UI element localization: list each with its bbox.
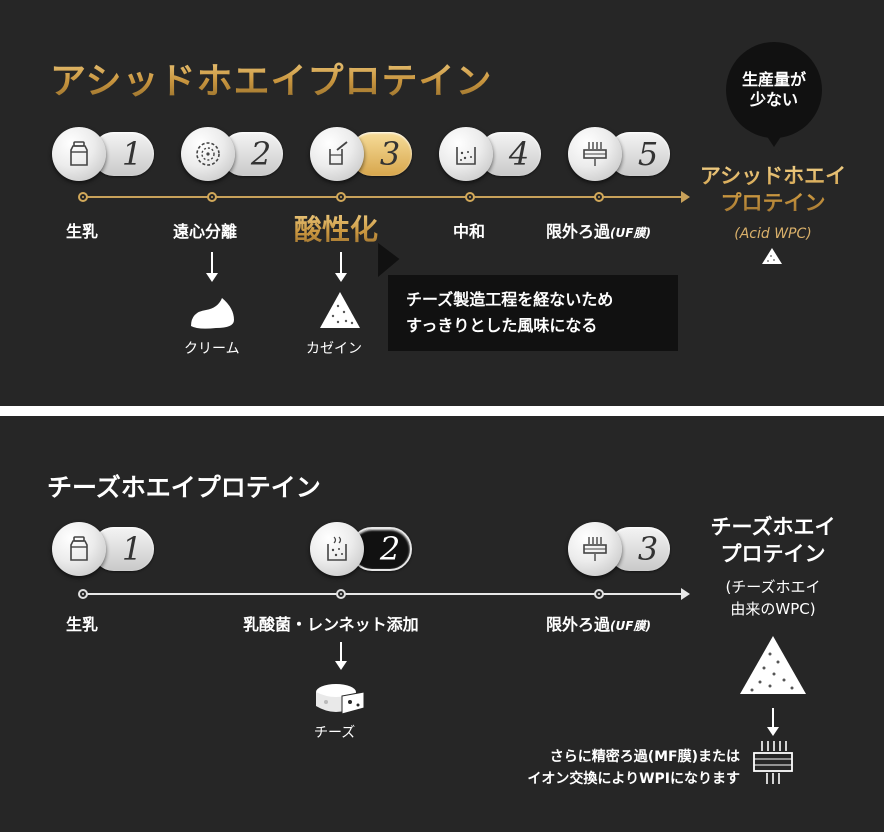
- cheese-title: チーズホエイプロテイン: [47, 473, 321, 502]
- cheese-step-3: 3: [568, 522, 672, 576]
- acid-timeline-arrowhead: [681, 191, 690, 203]
- acid-step-5-label-sub: (UF膜): [610, 226, 651, 240]
- acid-step-5-label-main: 限外ろ過: [546, 222, 611, 241]
- cheese-step-3-label: 限外ろ過(UF膜): [546, 611, 651, 635]
- step-icon-circle: [52, 127, 106, 181]
- cheese-result-sub-line-2: 由来のWPC): [730, 600, 816, 618]
- cheese-result-line-2: プロテイン: [720, 542, 826, 566]
- bubble-line-2: 少ない: [749, 90, 798, 109]
- milk-can-icon: [70, 536, 88, 561]
- acid-step-5-dot: [594, 192, 604, 202]
- step-icon-circle: [52, 522, 106, 576]
- step-number: 2: [379, 530, 401, 568]
- casein-powder-icon: [320, 292, 360, 328]
- acid-callout-text: チーズ製造工程を経ないため すっきりとした風味になる: [406, 287, 613, 339]
- step-number: 1: [121, 530, 143, 568]
- cheese-step-3-dot: [594, 589, 604, 599]
- low-production-bubble: 生産量が 少ない: [726, 42, 822, 147]
- step-number: 3: [637, 530, 659, 568]
- casein-arrow: [335, 252, 347, 282]
- step-icon-circle: [439, 127, 493, 181]
- cheese-result-sub-line-1: (チーズホエイ: [725, 578, 821, 596]
- filter-icon: [583, 142, 607, 166]
- step-number: 4: [508, 135, 530, 173]
- acid-callout-line-2: すっきりとした風味になる: [406, 316, 598, 335]
- cheese-icon: [316, 684, 365, 715]
- acid-step-3-label: 酸性化: [294, 208, 378, 248]
- culture-beaker-icon: [327, 536, 347, 561]
- section-divider: [0, 406, 884, 416]
- acid-step-4-dot: [465, 192, 475, 202]
- centrifuge-icon: [196, 142, 220, 166]
- acid-title: アシッドホエイプロテイン: [50, 52, 493, 104]
- acid-whey-panel: アシッドホエイプロテイン 1 生乳 2: [0, 0, 884, 406]
- acid-result-line-1: アシッドホエイ: [699, 164, 847, 188]
- acid-step-1-label: 生乳: [66, 222, 99, 241]
- acid-callout: チーズ製造工程を経ないため すっきりとした風味になる: [388, 275, 678, 351]
- acid-step-5-label: 限外ろ過(UF膜): [546, 218, 651, 242]
- wpi-note: さらに精密ろ過(MF膜)または イオン交換によりWPIになります: [470, 746, 740, 790]
- cheese-result-line-1: チーズホエイ: [710, 515, 836, 539]
- acid-timeline-line: [83, 196, 683, 198]
- neutralize-beaker-icon: [456, 147, 476, 165]
- acid-wpc-powder-icon: [762, 248, 782, 264]
- acid-step-2: 2: [181, 127, 285, 181]
- acid-step-4-label: 中和: [453, 222, 486, 241]
- cheese-step-2: 2: [310, 522, 414, 576]
- cheese-arrow: [335, 642, 347, 670]
- cheese-step-2-dot: [336, 589, 346, 599]
- step-number: 2: [250, 135, 272, 173]
- cheese-step-3-label-sub: (UF膜): [610, 619, 651, 633]
- casein-label: カゼイン: [306, 341, 362, 357]
- wpi-note-line-2: イオン交換によりWPIになります: [527, 771, 740, 787]
- acid-step-3-dot: [336, 192, 346, 202]
- cheese-label: チーズ: [314, 725, 356, 741]
- step-number: 5: [637, 135, 659, 173]
- cream-arrow: [206, 252, 218, 282]
- wpi-arrow: [767, 708, 779, 736]
- acid-result-subtitle: (Acid WPC): [734, 226, 812, 242]
- acid-step-1: 1: [52, 127, 156, 181]
- acid-step-2-label: 遠心分離: [173, 222, 238, 241]
- acid-step-5: 5: [568, 127, 672, 181]
- step-icon-circle: [310, 127, 364, 181]
- cheese-step-1: 1: [52, 522, 156, 576]
- step-icon-circle: [568, 522, 622, 576]
- cheese-step-1-dot: [78, 589, 88, 599]
- acid-beaker-icon: [329, 141, 348, 165]
- acid-step-4: 4: [439, 127, 543, 181]
- milk-can-icon: [70, 141, 88, 166]
- acid-callout-line-1: チーズ製造工程を経ないため: [406, 290, 614, 309]
- step-number: 1: [121, 135, 143, 173]
- cream-icon: [191, 298, 234, 329]
- cheese-step-3-label-main: 限外ろ過: [546, 615, 611, 634]
- cheese-step-2-label: 乳酸菌・レンネット添加: [243, 615, 419, 634]
- acid-step-3: 3: [310, 127, 414, 181]
- acid-result-title: アシッドホエイ プロテイン: [688, 163, 858, 217]
- step-number: 3: [379, 135, 401, 173]
- acid-result-line-2: プロテイン: [720, 191, 826, 215]
- cream-label: クリーム: [184, 341, 240, 357]
- cheese-result-title: チーズホエイ プロテイン: [688, 514, 858, 568]
- step-icon-circle: [310, 522, 364, 576]
- wpi-filter-icon: [753, 741, 793, 784]
- wpi-note-line-1: さらに精密ろ過(MF膜)または: [549, 749, 740, 765]
- step-icon-circle: [568, 127, 622, 181]
- wpc-powder-icon: [740, 636, 806, 694]
- acid-step-1-dot: [78, 192, 88, 202]
- cheese-result-subtitle: (チーズホエイ 由来のWPC): [688, 576, 858, 620]
- cheese-timeline-line: [83, 593, 683, 595]
- bubble-text: 生産量が 少ない: [726, 70, 822, 110]
- cheese-timeline-arrowhead: [681, 588, 690, 600]
- filter-icon: [583, 537, 607, 561]
- bubble-line-1: 生産量が: [741, 70, 806, 89]
- cheese-step-1-label: 生乳: [66, 615, 99, 634]
- cheese-whey-panel: チーズホエイプロテイン 1 生乳 2: [0, 416, 884, 832]
- acid-step-2-dot: [207, 192, 217, 202]
- step-icon-circle: [181, 127, 235, 181]
